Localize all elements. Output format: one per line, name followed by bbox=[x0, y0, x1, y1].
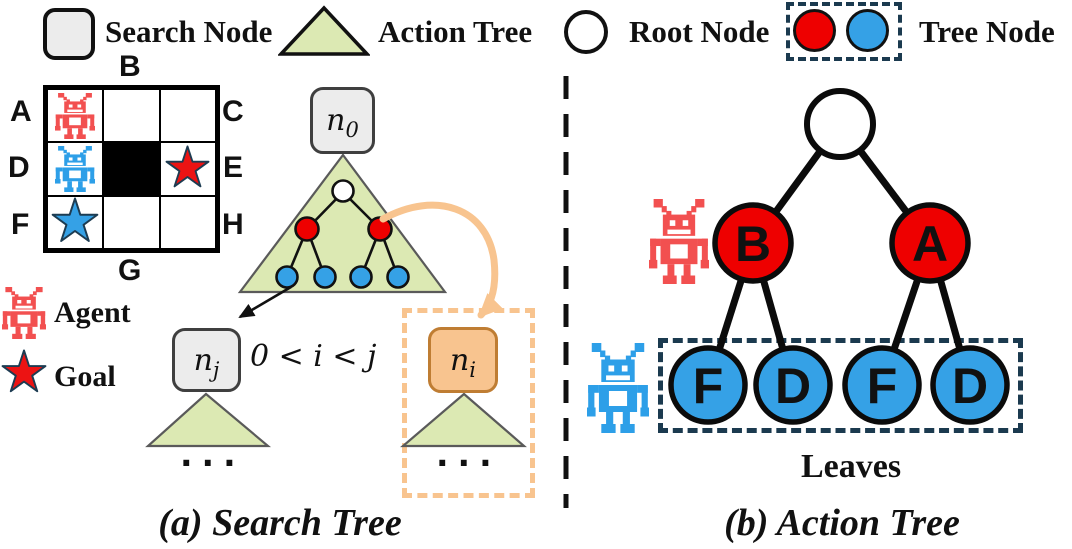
expand-arrow-black bbox=[238, 285, 292, 319]
red-robot-icon bbox=[55, 93, 95, 139]
search-tree bbox=[145, 153, 527, 448]
grid-label-right-0: C bbox=[222, 95, 244, 128]
grid-label-left-0: A bbox=[10, 95, 32, 128]
legend-tree-node-label: Tree Node bbox=[919, 14, 1055, 49]
action-tree: B A F D F D bbox=[668, 88, 1010, 425]
grid-label-left-1: D bbox=[8, 151, 30, 184]
blue-robot-icon-b bbox=[587, 343, 649, 433]
search-node-swatch bbox=[43, 8, 95, 60]
action-node-F2 bbox=[842, 345, 922, 425]
goal-key-label: Goal bbox=[54, 360, 116, 393]
search-node-nj: nj bbox=[172, 328, 241, 392]
grid-label-bottom: G bbox=[118, 254, 142, 287]
tree-node-red bbox=[367, 216, 393, 242]
legend-search-node-label: Search Node bbox=[105, 14, 273, 49]
tree-node-red-swatch bbox=[793, 9, 836, 52]
grid-cell bbox=[159, 195, 216, 249]
search-node-ni: ni bbox=[428, 327, 498, 393]
action-node-F1 bbox=[668, 345, 748, 425]
grid-cell-wall bbox=[103, 142, 160, 196]
grid-cell bbox=[103, 89, 160, 143]
ni-label: ni bbox=[449, 342, 477, 382]
leaves-label: Leaves bbox=[800, 448, 902, 485]
grid-label-right-1: E bbox=[223, 151, 244, 184]
root-node-circle bbox=[331, 179, 355, 203]
subtree-triangle-i bbox=[400, 392, 527, 448]
leaves-dashed-region bbox=[658, 338, 1023, 433]
legend-root-node-label: Root Node bbox=[629, 14, 770, 49]
root-node-swatch bbox=[564, 10, 608, 54]
grid-label-top: B bbox=[119, 50, 141, 83]
tree-node-blue bbox=[386, 265, 410, 289]
caption-b: (b) Action Tree bbox=[724, 502, 960, 544]
agent-key-label: Agent bbox=[54, 296, 131, 329]
grid-cell bbox=[47, 195, 104, 249]
node-letter: F bbox=[867, 358, 898, 414]
action-node-D1 bbox=[753, 345, 833, 425]
tree-node-blue-swatch bbox=[846, 9, 889, 52]
action-node-A bbox=[889, 202, 971, 284]
action-node-D2 bbox=[930, 345, 1010, 425]
grid-label-left-2: F bbox=[11, 208, 30, 241]
blue-star-icon bbox=[50, 197, 100, 247]
n0-label: n0 bbox=[326, 103, 359, 142]
node-letter: F bbox=[693, 358, 724, 414]
action-tree-swatch bbox=[278, 5, 370, 56]
action-tree-triangle bbox=[237, 153, 448, 294]
red-star-icon bbox=[164, 145, 211, 192]
grid-cell bbox=[47, 142, 104, 196]
node-letter: B bbox=[735, 216, 771, 272]
tree-node-swatch-box bbox=[786, 2, 902, 61]
node-letter: A bbox=[912, 216, 948, 272]
subtree-triangle-j bbox=[145, 392, 272, 448]
node-letter: D bbox=[775, 358, 811, 414]
ellipsis-j: ... bbox=[180, 435, 245, 474]
node-letter: D bbox=[952, 358, 988, 414]
grid-cell bbox=[159, 89, 216, 143]
goal-star-icon bbox=[0, 349, 48, 397]
root-node-circle-b bbox=[804, 88, 876, 160]
agent-robot-icon bbox=[2, 287, 46, 339]
blue-robot-icon bbox=[55, 146, 95, 192]
grid-cell bbox=[159, 142, 216, 196]
grid-cell bbox=[103, 195, 160, 249]
nj-label: nj bbox=[193, 342, 220, 382]
ellipsis-i: ... bbox=[436, 435, 501, 474]
expanded-node-dashed-region bbox=[402, 308, 535, 498]
tree-node-red bbox=[294, 216, 320, 242]
grid-world bbox=[43, 85, 220, 253]
grid-label-right-2: H bbox=[222, 208, 244, 241]
tree-node-blue bbox=[313, 265, 337, 289]
search-node-n0: n0 bbox=[310, 87, 375, 154]
inequality-label: 0 < i < j bbox=[250, 339, 377, 374]
select-arrow-orange bbox=[379, 201, 503, 319]
tree-node-blue bbox=[349, 265, 373, 289]
tree-node-blue bbox=[275, 265, 299, 289]
grid-cell bbox=[47, 89, 104, 143]
caption-a: (a) Search Tree bbox=[158, 502, 402, 544]
red-robot-icon-b bbox=[649, 199, 709, 284]
legend-action-tree-label: Action Tree bbox=[378, 14, 533, 49]
action-node-B bbox=[712, 202, 794, 284]
